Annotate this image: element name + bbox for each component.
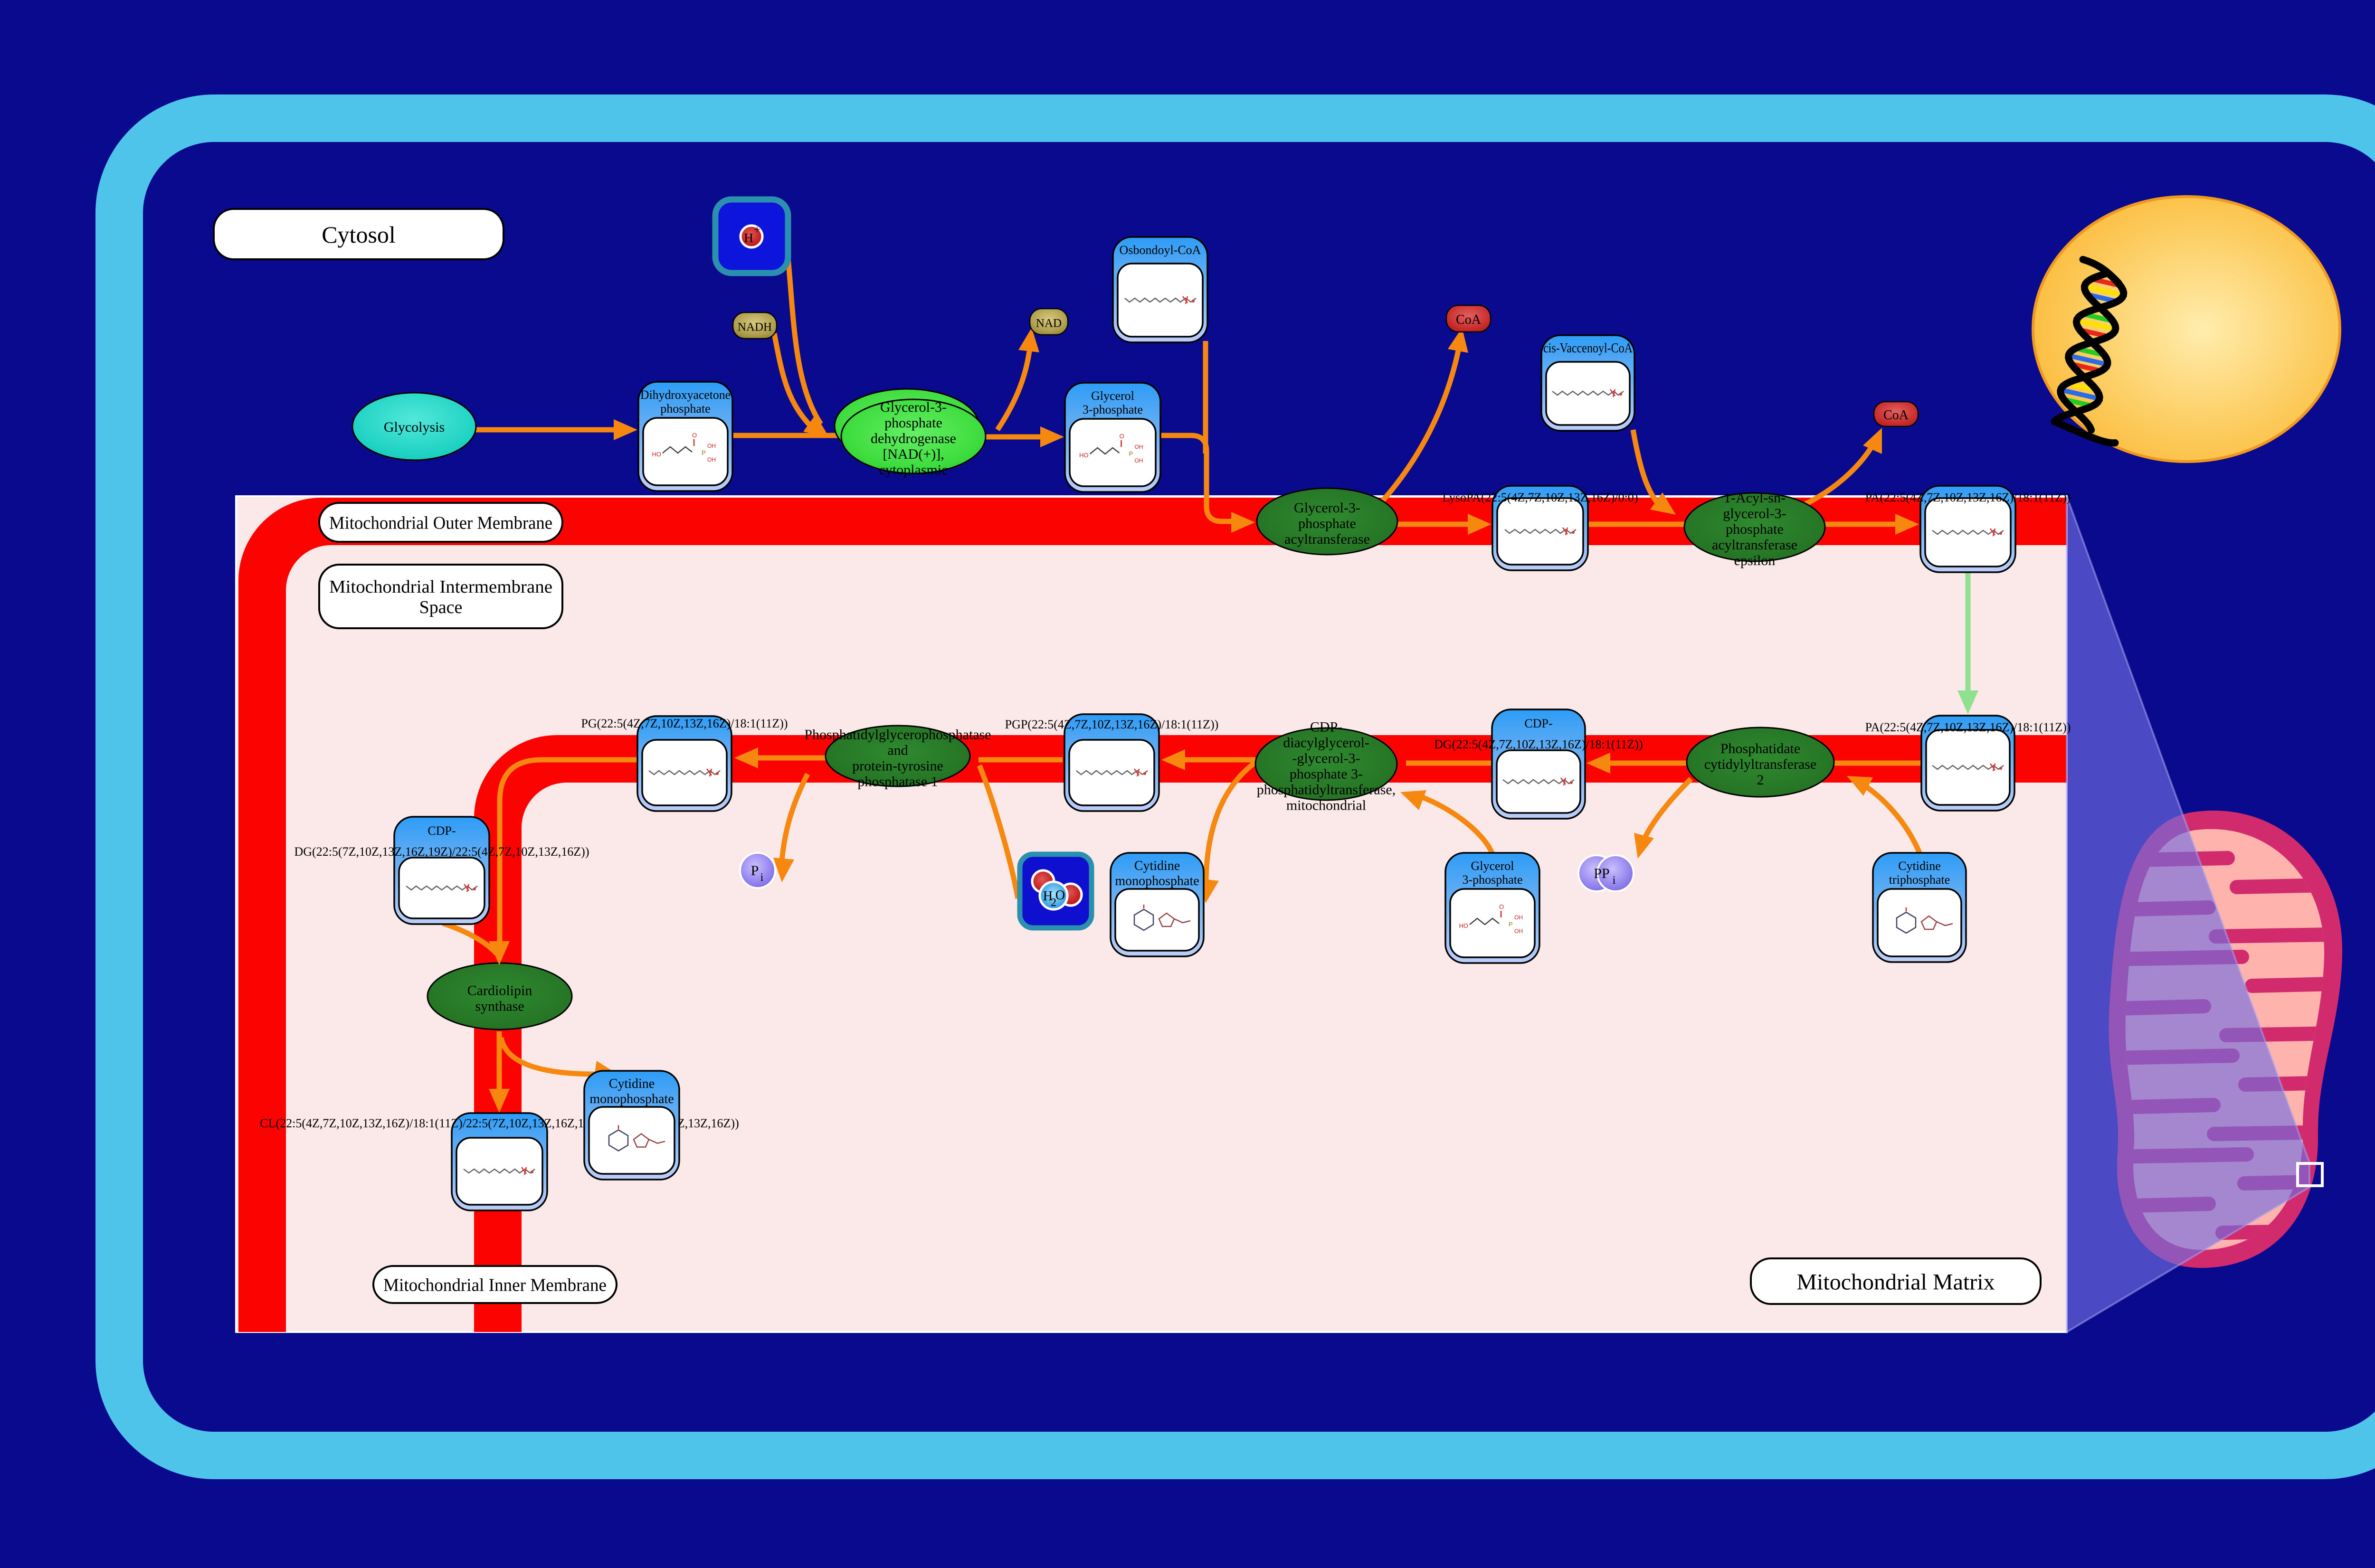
svg-text:H: H [1043,889,1053,904]
svg-text:Mitochondrial Outer Membrane: Mitochondrial Outer Membrane [329,513,552,533]
svg-text:OH: OH [1135,457,1143,464]
svg-text:CDP-DG(22:5(7Z,10Z,13Z,16Z,19Z: CDP-DG(22:5(7Z,10Z,13Z,16Z,19Z)/22:5(4Z,… [294,824,589,859]
svg-text:P: P [702,449,706,456]
svg-text:PGP(22:5(4Z,7Z,10Z,13Z,16Z)/18: PGP(22:5(4Z,7Z,10Z,13Z,16Z)/18:1(11Z)) [1005,718,1219,731]
svg-text:cis-Vaccenoyl-CoA: cis-Vaccenoyl-CoA [1543,341,1633,356]
svg-text:O: O [1120,433,1124,440]
svg-text:NADH: NADH [738,321,772,334]
svg-text:CDP-diacylglycerol--glycerol-3: CDP-diacylglycerol--glycerol-3-phosphate… [1257,719,1396,813]
svg-text:OH: OH [707,443,716,449]
svg-text:Phosphatidylglycerophosphatase: Phosphatidylglycerophosphataseandprotein… [804,727,991,790]
svg-text:P: P [1129,450,1133,457]
svg-text:Glycolysis: Glycolysis [384,419,445,435]
svg-text:NAD: NAD [1036,317,1062,330]
svg-text:CoA: CoA [1456,312,1482,327]
svg-text:i: i [1613,874,1616,887]
svg-text:Cytosol: Cytosol [322,221,396,248]
svg-text:CDP-DG(22:5(4Z,7Z,10Z,13Z,16Z): CDP-DG(22:5(4Z,7Z,10Z,13Z,16Z)/18:1(11Z)… [1434,717,1643,751]
svg-text:PA(22:5(4Z,7Z,10Z,13Z,16Z)/18:: PA(22:5(4Z,7Z,10Z,13Z,16Z)/18:1(11Z)) [1865,491,2071,504]
svg-text:OH: OH [1514,928,1523,935]
svg-text:PP: PP [1594,866,1609,881]
svg-text:LysoPA(22:5(4Z,7Z,10Z,13Z,16Z): LysoPA(22:5(4Z,7Z,10Z,13Z,16Z)/0:0) [1442,491,1638,504]
svg-text:CoA: CoA [1883,408,1909,423]
svg-text:H: H [744,231,753,245]
svg-text:OH: OH [1135,444,1143,450]
svg-text:P: P [1509,921,1513,928]
svg-text:Mitochondrial Inner Membrane: Mitochondrial Inner Membrane [383,1275,607,1295]
svg-text:OH: OH [1514,914,1523,921]
svg-text:1-Acyl-sn-glycerol-3-phosphate: 1-Acyl-sn-glycerol-3-phosphateacyltransf… [1712,490,1797,568]
svg-text:i: i [760,871,764,884]
svg-text:PG(22:5(4Z,7Z,10Z,13Z,16Z)/18:: PG(22:5(4Z,7Z,10Z,13Z,16Z)/18:1(11Z)) [581,717,788,730]
svg-text:HO: HO [1079,452,1089,459]
svg-text:O: O [692,432,697,439]
svg-text:PA(22:5(4Z,7Z,10Z,13Z,16Z)/18:: PA(22:5(4Z,7Z,10Z,13Z,16Z)/18:1(11Z)) [1865,720,2071,734]
svg-text:O: O [1499,903,1504,910]
svg-text:Osbondoyl-CoA: Osbondoyl-CoA [1120,243,1201,257]
svg-text:OH: OH [707,456,716,463]
svg-text:+: + [754,224,760,236]
svg-text:P: P [751,863,759,878]
svg-text:HO: HO [1459,922,1469,929]
svg-text:O: O [1055,888,1065,903]
svg-text:Mitochondrial Matrix: Mitochondrial Matrix [1796,1269,1995,1294]
svg-text:HO: HO [652,451,662,458]
svg-text:2: 2 [1051,897,1056,909]
